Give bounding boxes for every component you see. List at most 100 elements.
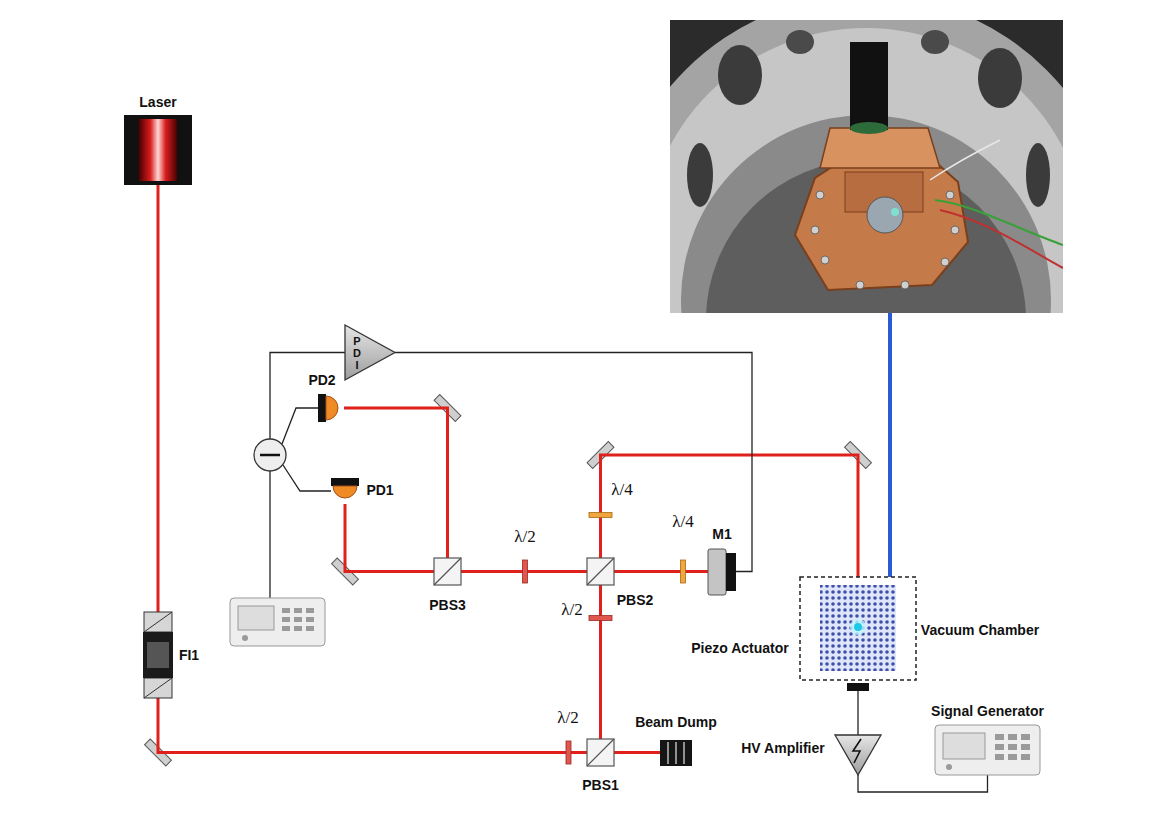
pdi-controller-outline	[345, 325, 395, 380]
quarter-wave-plate	[681, 560, 686, 583]
pdDown-shape	[331, 478, 359, 498]
isolator-shape	[143, 612, 173, 698]
chamber-photo	[811, 226, 819, 234]
label-holder: λ/4	[672, 512, 693, 532]
siggen-shape	[1021, 754, 1030, 760]
cube-shape	[434, 558, 461, 585]
half-wave-plate	[523, 560, 528, 583]
mount-shape	[708, 549, 726, 595]
laser-beam	[344, 408, 448, 558]
label-holder: λ/2	[561, 600, 582, 620]
signal-wire	[857, 691, 858, 735]
laser-shape	[124, 115, 192, 185]
half-wave-plate	[566, 741, 571, 764]
laser-source-outline	[124, 115, 192, 185]
chamber-photo	[946, 191, 954, 199]
signal-generator-icon	[230, 598, 325, 646]
photo-link	[888, 313, 892, 577]
isolator-shape	[144, 612, 172, 632]
piezo-shape	[847, 683, 869, 691]
label-holder: PDI	[353, 335, 361, 371]
detector-wires	[282, 408, 318, 444]
piezo-actuator: Piezo Actuator	[847, 683, 869, 691]
chamber-photo	[941, 258, 949, 266]
waveplate-label: λ/2	[561, 600, 582, 620]
subtractor-symbol	[254, 439, 286, 471]
chamber-shape	[850, 619, 866, 635]
dump-shape	[660, 740, 692, 766]
component-label: M1	[712, 526, 731, 542]
laser-beam	[345, 504, 434, 572]
ampRight-shape	[345, 325, 395, 380]
beam-dump: Beam Dump	[660, 740, 692, 766]
laser-source: Laser	[124, 115, 192, 185]
signal-generator-icon	[230, 598, 325, 646]
label-holder: Vacuum Chamber	[921, 622, 1039, 638]
signal-generator-icon	[306, 617, 314, 622]
label-holder: Piezo Actuator	[691, 640, 789, 656]
component-label: PBS1	[582, 777, 619, 793]
component-label: Piezo Actuator	[691, 640, 789, 656]
component-label: Signal Generator	[931, 703, 1044, 719]
chamber-photo	[930, 140, 1000, 180]
label-holder: Laser	[139, 94, 176, 110]
photodetector: PD2	[318, 394, 344, 422]
hv-amplifier: HV Amplifier	[835, 735, 881, 775]
component-label: Beam Dump	[635, 714, 717, 730]
chamber-photo	[850, 42, 888, 130]
chamber-photo	[670, 20, 1063, 313]
vacuum-chamber-outline	[800, 577, 916, 680]
beam-splitter-outline	[434, 558, 461, 585]
laser-beam	[614, 751, 660, 754]
label-holder: PBS3	[429, 597, 466, 613]
signal-generator-icon	[238, 606, 274, 630]
mirror	[145, 395, 872, 766]
component-label: PDI	[353, 335, 361, 371]
siggen-shape	[1021, 744, 1030, 750]
detector-wires	[283, 465, 331, 491]
detector-wires	[269, 471, 270, 598]
photodetector-outline	[331, 478, 359, 504]
isolator-shape	[144, 678, 172, 698]
dump-shape	[667, 742, 669, 764]
component-label: Vacuum Chamber	[921, 622, 1039, 638]
mount-shape	[708, 549, 736, 595]
half-wave-plate	[589, 616, 612, 621]
cube-shape	[587, 558, 614, 585]
siggen-shape	[1008, 744, 1017, 750]
waveplate-label: λ/2	[557, 708, 578, 728]
component-label: Laser	[139, 94, 176, 110]
chamber-photo	[821, 256, 829, 264]
label-holder: λ/4	[611, 480, 632, 500]
cube-shape	[434, 558, 461, 585]
piezo-mirror-outline	[708, 549, 736, 595]
cube-shape	[587, 558, 614, 585]
component-label: PD2	[308, 372, 335, 388]
signal-generator-icon	[282, 608, 314, 631]
pdi-controller: PDI	[345, 325, 395, 380]
label-holder: λ/2	[557, 708, 578, 728]
laser-shape	[139, 119, 177, 181]
siggen-shape	[935, 725, 1040, 775]
siggen-shape	[946, 764, 952, 770]
subtractor-symbol	[254, 439, 286, 471]
signal-generator-icon	[306, 626, 314, 631]
ampDown-shape	[835, 735, 881, 775]
signal-generator-icon	[294, 626, 302, 631]
waveplate-label: λ/4	[611, 480, 632, 500]
chamber-photo	[891, 208, 899, 216]
chamber-photo	[795, 150, 968, 290]
ampDown-shape	[853, 739, 861, 763]
detector-wires	[270, 353, 345, 599]
beam-splitter-outline	[587, 558, 614, 585]
siggen-shape	[1008, 754, 1017, 760]
chamber-photo	[681, 115, 1051, 313]
signal-generator-icon	[294, 608, 302, 613]
siggen-shape	[1008, 734, 1017, 740]
chamber-photo	[951, 226, 959, 234]
cube-shape	[587, 739, 614, 766]
signal-generator-icon	[294, 617, 302, 622]
signal-generator-icon	[282, 626, 290, 631]
vacuum-chamber: Vacuum Chamber	[800, 577, 916, 680]
label-holder: M1	[712, 526, 731, 542]
